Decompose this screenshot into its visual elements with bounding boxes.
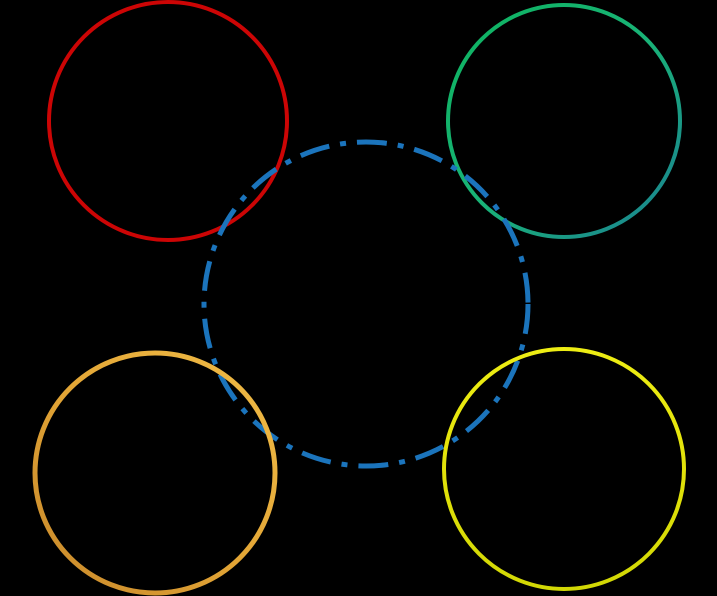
green-teal-gradient-circle: [446, 3, 682, 239]
yellow-circle: [442, 347, 686, 591]
red-circle: [47, 0, 289, 242]
gold-gradient-circle: [32, 350, 278, 596]
blue-dash-dot-circle: [201, 139, 531, 469]
